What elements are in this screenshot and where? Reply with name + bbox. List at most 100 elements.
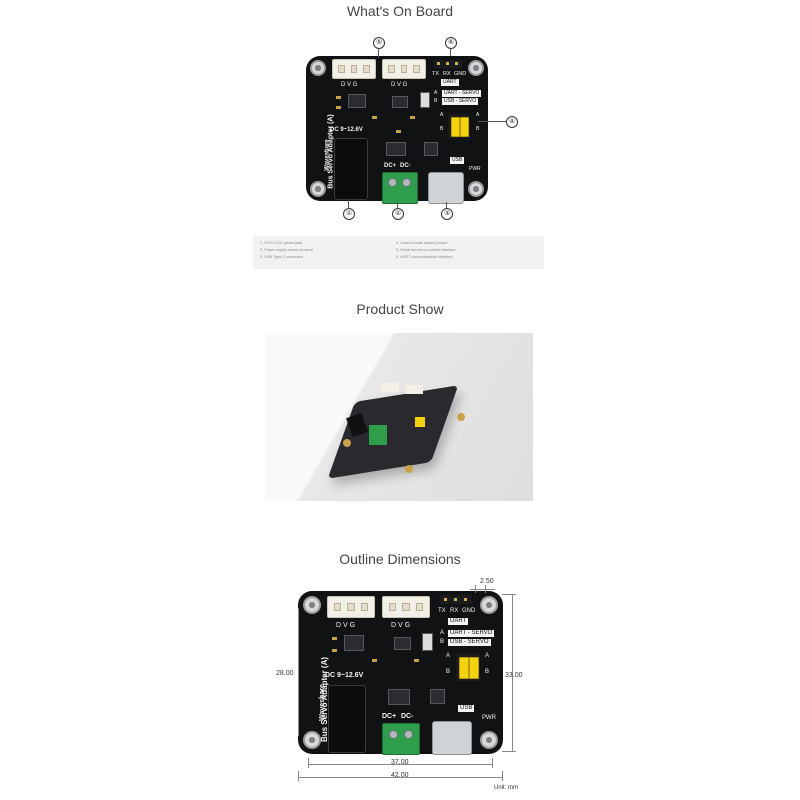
- dimension-tick: [502, 594, 516, 595]
- smd-part: [372, 659, 377, 662]
- jumper-b-label: B: [440, 126, 444, 132]
- smd-part: [336, 106, 341, 109]
- dimension-tick: [502, 771, 503, 781]
- mount-hole: [310, 181, 326, 197]
- dimension-tick: [502, 751, 516, 752]
- dimension-line: [470, 589, 495, 590]
- dc-voltage-label: DC 9~12.6V: [325, 672, 364, 679]
- servo-connector: [327, 596, 375, 618]
- dimension-unit: Unit: mm: [494, 785, 518, 791]
- mode-jumper: [459, 657, 469, 679]
- smd-part: [372, 116, 377, 119]
- smd-part: [332, 637, 337, 640]
- dc-power-jack: [334, 138, 368, 200]
- mode-jumper: [451, 117, 460, 137]
- dim-height-inner: 28.00: [276, 670, 294, 677]
- smd-part: [396, 130, 401, 133]
- smd-part: [414, 659, 419, 662]
- dimension-line: [298, 777, 503, 778]
- jumper-a-label: A: [440, 112, 444, 118]
- mount-hole: [303, 731, 321, 749]
- section-title-outline: Outline Dimensions: [339, 551, 461, 567]
- uart-gnd-label: GND: [454, 71, 467, 77]
- jumper-a-label: A: [485, 653, 490, 659]
- smd-part: [410, 116, 415, 119]
- callout-1: ①: [343, 208, 355, 220]
- pwr-label: PWR: [482, 715, 496, 721]
- ic-chip: [348, 94, 366, 108]
- dimension-line: [298, 608, 299, 736]
- uart-header: [440, 595, 472, 604]
- mode-jumper: [469, 657, 479, 679]
- callout-6: ⑥: [445, 37, 457, 49]
- dimension-line: [512, 594, 513, 751]
- uart-label: UART: [448, 618, 469, 625]
- jumper-b-label: B: [476, 126, 480, 132]
- mount-hole: [468, 60, 484, 76]
- ic-chip: [394, 637, 411, 650]
- mode-uart-label: UART - SERVO: [448, 630, 495, 637]
- uart-gnd-label: GND: [462, 608, 476, 614]
- product-photo: [265, 333, 533, 501]
- servo-connector: [382, 596, 430, 618]
- jumper-photo: [415, 417, 425, 427]
- smd-part: [336, 96, 341, 99]
- ic-chip: [424, 142, 438, 156]
- servo-connector: [332, 59, 376, 79]
- dimension-tick: [298, 771, 299, 781]
- pcb-board: D V G D V G TX RX GND UART A UART - SERV…: [306, 56, 488, 204]
- callout-line: [378, 48, 379, 58]
- uart-header: [434, 60, 462, 68]
- jumper-b-label: B: [446, 669, 451, 675]
- dim-height-outer: 33.00: [505, 672, 523, 679]
- callout-line: [348, 200, 349, 208]
- dim-width-outer: 42.00: [391, 772, 409, 779]
- dc-power-jack: [328, 685, 366, 753]
- uart-rx-label: RX: [450, 608, 459, 614]
- capacitor: [420, 92, 430, 108]
- ic-chip: [430, 689, 445, 704]
- note-item: 4. Control mode switch jumper: [396, 241, 448, 245]
- dc-voltage-label: DC 9~12.6V: [330, 127, 363, 133]
- jumper-a-label: A: [476, 112, 480, 118]
- ic-chip: [392, 96, 408, 108]
- mode-a-marker: A: [434, 90, 438, 96]
- callout-line: [446, 202, 447, 208]
- mode-b-marker: B: [434, 98, 438, 104]
- screw-terminal: [382, 723, 420, 755]
- callout-line: [478, 121, 506, 122]
- mount-hole: [310, 60, 326, 76]
- board-brand: Waveshare: [318, 684, 326, 721]
- smd-part: [332, 649, 337, 652]
- servo-pin-label: D V G: [391, 622, 411, 629]
- dim-pin-pitch: 2.50: [480, 578, 494, 585]
- standoff-photo: [457, 413, 465, 421]
- callout-line: [450, 48, 451, 56]
- usb-label: USB: [458, 705, 475, 712]
- section-title-product-show: Product Show: [356, 301, 444, 317]
- dimension-tick: [492, 758, 493, 768]
- jumper-a-label: A: [446, 653, 451, 659]
- screw-terminal: [382, 172, 418, 204]
- uart-label: UART: [441, 79, 459, 86]
- standoff-photo: [343, 439, 351, 447]
- mount-hole: [303, 596, 321, 614]
- dimension-line: [308, 764, 492, 765]
- servo-pin-label: D V G: [336, 622, 356, 629]
- component-notes: 1. 5.5*2.1 DC power jack 2. Power supply…: [253, 236, 544, 269]
- note-item: 6. UART communication interface: [396, 255, 453, 259]
- ic-chip: [388, 689, 410, 705]
- uart-tx-label: TX: [438, 608, 446, 614]
- board-brand: Waveshare: [324, 139, 331, 171]
- section-title-on-board: What's On Board: [346, 3, 454, 19]
- connector-photo: [381, 383, 399, 392]
- ic-chip: [386, 142, 406, 156]
- mount-hole: [480, 731, 498, 749]
- jumper-b-label: B: [485, 669, 490, 675]
- dc-minus-label: DC-: [400, 163, 411, 169]
- uart-rx-label: RX: [443, 71, 451, 77]
- mode-usb-label: USB - SERVO: [448, 639, 491, 646]
- note-item: 5. Serial bus servo control interface: [396, 248, 456, 252]
- usb-c-connector: [428, 172, 464, 204]
- uart-tx-label: TX: [432, 71, 440, 77]
